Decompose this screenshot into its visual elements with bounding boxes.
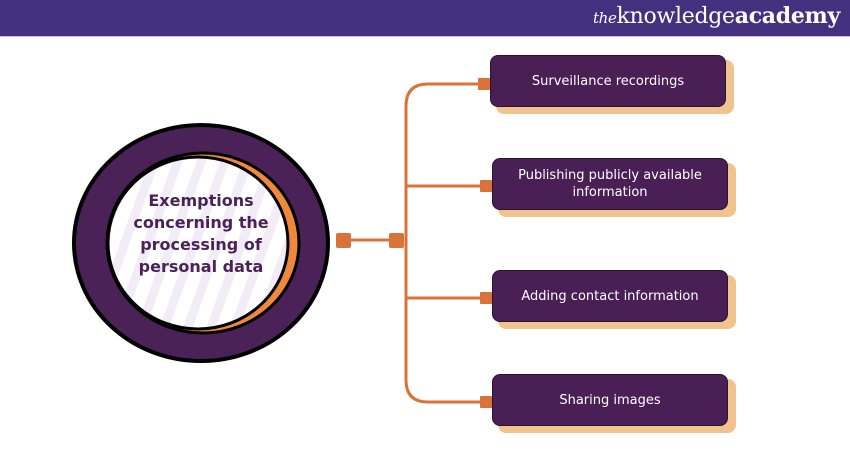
header-bar: theknowledgeacademy (0, 0, 850, 37)
item-label-1: Surveillance recordings (490, 55, 726, 107)
hub-node-square (336, 233, 351, 248)
branch-spine (404, 82, 484, 404)
item-label-2: Publishing publicly available informatio… (492, 158, 728, 210)
logo-academy: academy (734, 3, 841, 29)
item-card-1: Surveillance recordings (490, 55, 734, 115)
brand-logo[interactable]: theknowledgeacademy (593, 3, 840, 29)
item-card-2: Publishing publicly available informatio… (492, 158, 736, 218)
item-card-3: Adding contact information (492, 270, 736, 330)
inner-circle (106, 155, 290, 331)
node-square-2 (480, 180, 492, 192)
node-square-4 (480, 396, 492, 408)
node-square-1 (478, 78, 490, 90)
item-card-4: Sharing images (492, 374, 736, 434)
item-label-3: Adding contact information (492, 270, 728, 322)
center-hub (72, 123, 330, 363)
logo-knowledge: knowledge (616, 4, 735, 29)
spine-node-square (389, 233, 404, 248)
node-square-3 (480, 292, 492, 304)
item-label-4: Sharing images (492, 374, 728, 426)
center-label: Exemptions concerning the processing of … (133, 191, 269, 276)
logo-the: the (592, 9, 617, 27)
